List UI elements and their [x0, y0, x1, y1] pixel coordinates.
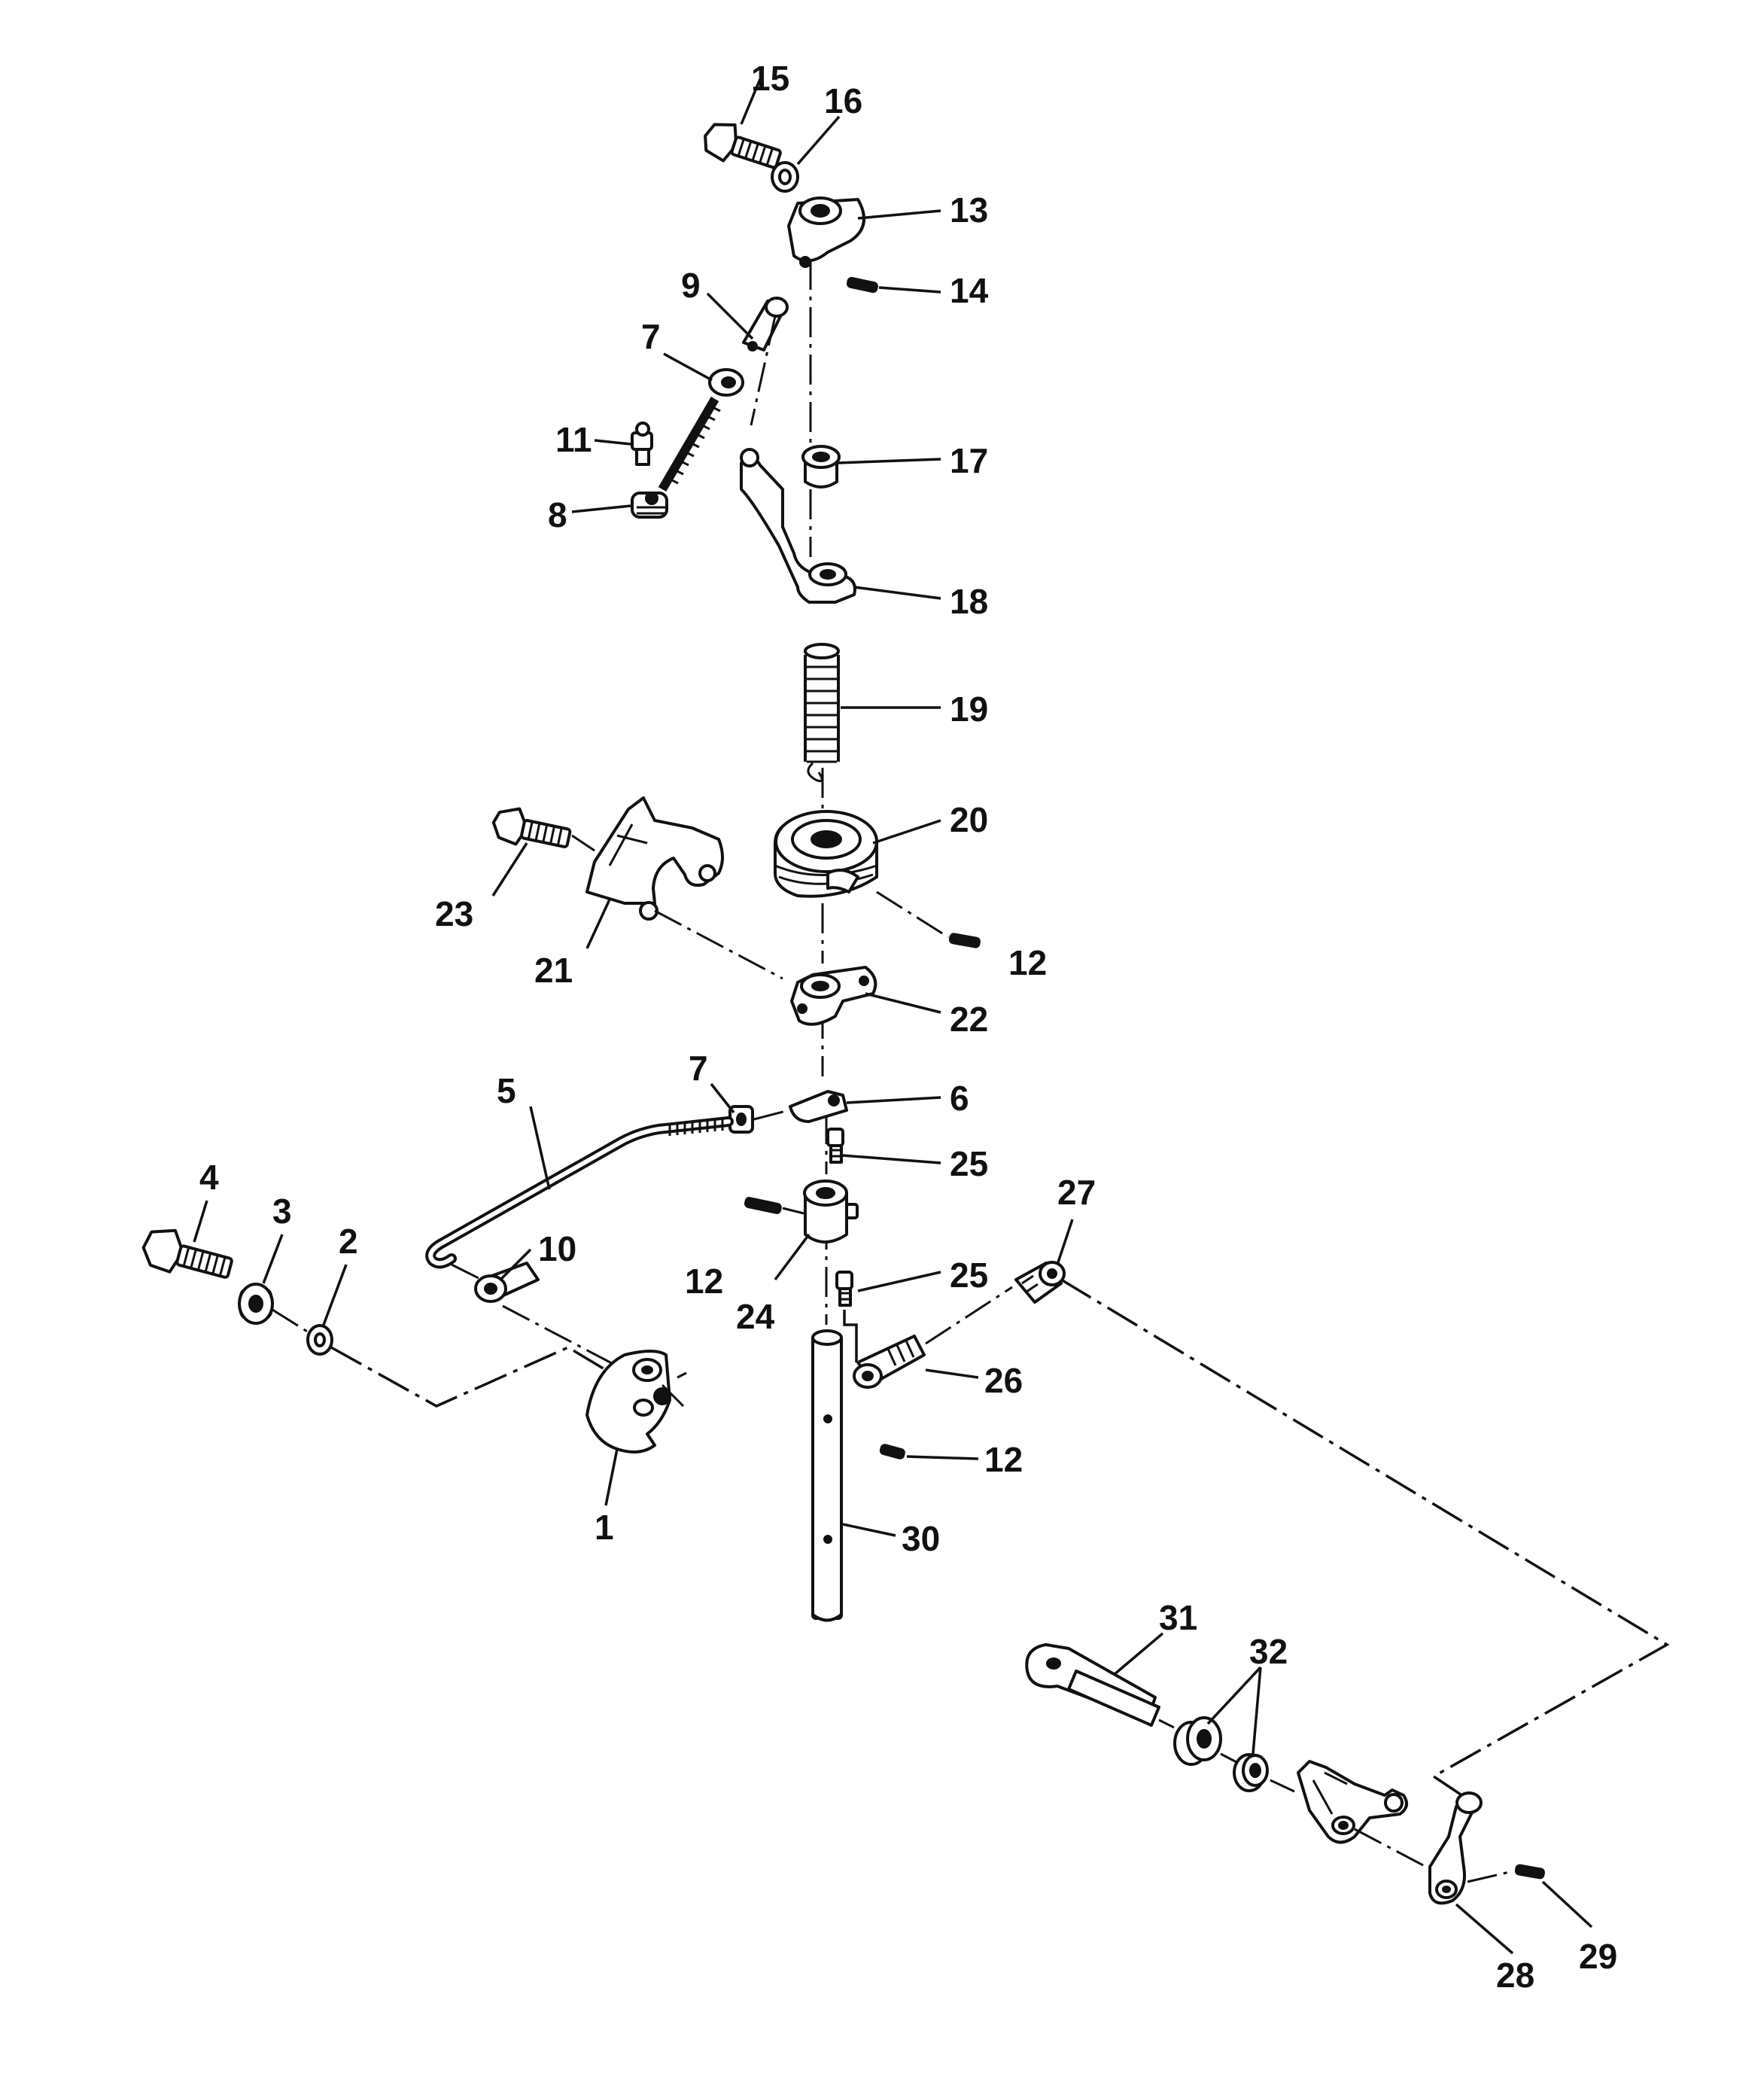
part-19-spring — [804, 643, 840, 783]
link-9-18 — [750, 315, 777, 426]
callout-5: 5 — [497, 1071, 516, 1110]
callout-12-b: 12 — [685, 1262, 723, 1301]
part-31-shaft — [1025, 1643, 1160, 1727]
callout-28: 28 — [1496, 1956, 1534, 1995]
leader-lines — [193, 78, 1593, 1955]
link-26-27 — [925, 1286, 1013, 1345]
callout-32: 32 — [1249, 1632, 1288, 1671]
part-16-washer — [771, 161, 799, 193]
part-12-pin-a — [948, 933, 981, 948]
link-20-12 — [876, 890, 949, 939]
callouts: 15 16 13 14 9 7 11 8 17 18 19 20 12 23 2… — [199, 59, 1617, 1995]
link-5-10 — [451, 1263, 482, 1281]
callout-9: 9 — [681, 266, 701, 305]
link-lever-28 — [1354, 1828, 1438, 1874]
part-10-swivel — [474, 1262, 540, 1303]
part-21-bracket — [585, 796, 724, 921]
part-11-fitting — [631, 422, 653, 466]
callout-25-upper: 25 — [950, 1144, 988, 1183]
link-3-2 — [272, 1308, 309, 1334]
callout-12-c: 12 — [984, 1440, 1023, 1479]
callout-11: 11 — [555, 420, 592, 459]
callout-1: 1 — [595, 1508, 614, 1547]
part-14-pin — [846, 276, 878, 294]
part-5-rod — [425, 1116, 734, 1269]
link-27-28 — [1060, 1278, 1670, 1801]
part-20-cam-drum — [774, 810, 878, 898]
center-axis-lines — [809, 260, 828, 1325]
callout-30: 30 — [902, 1519, 940, 1558]
callout-19: 19 — [950, 689, 988, 729]
link-25-26 — [843, 1310, 858, 1362]
callout-20: 20 — [950, 800, 988, 839]
callout-3: 3 — [272, 1192, 292, 1231]
callout-29: 29 — [1579, 1937, 1617, 1976]
link-28-29 — [1467, 1870, 1513, 1883]
part-26-eyelet-bolt — [853, 1335, 926, 1389]
callout-6: 6 — [950, 1079, 969, 1118]
callout-25-lower: 25 — [950, 1256, 988, 1295]
link-2-1 — [330, 1346, 607, 1408]
callout-4: 4 — [199, 1158, 219, 1197]
link-21-22 — [654, 909, 783, 980]
part-1-lever — [585, 1350, 687, 1454]
part-4-bolt — [141, 1228, 233, 1279]
callout-18: 18 — [950, 582, 988, 621]
part-2-washer — [306, 1324, 333, 1356]
part-24-collar — [803, 1180, 859, 1243]
callout-17: 17 — [950, 441, 988, 480]
callout-7-lower: 7 — [689, 1049, 708, 1088]
part-13-upper-lever — [787, 196, 865, 268]
part-27-swivel — [1014, 1261, 1066, 1304]
callout-31: 31 — [1159, 1598, 1197, 1637]
link-31-32 — [1158, 1718, 1175, 1729]
part-32-bushing-b — [1233, 1753, 1269, 1792]
part-12-pin-b — [744, 1197, 782, 1214]
callout-23: 23 — [435, 894, 473, 933]
part-17-bushing — [801, 445, 841, 489]
link-32b-lever — [1270, 1779, 1295, 1793]
link-10-1 — [502, 1304, 625, 1371]
bell-crank-lever — [1297, 1760, 1408, 1844]
part-3-bushing — [238, 1283, 274, 1325]
part-8-threaded-rod — [631, 396, 721, 519]
callout-14: 14 — [950, 271, 989, 310]
callout-26: 26 — [984, 1361, 1023, 1400]
callout-27: 27 — [1057, 1173, 1096, 1212]
callout-22: 22 — [950, 1000, 988, 1039]
callout-12-a: 12 — [1008, 943, 1047, 982]
part-25-fitting-upper — [826, 1128, 844, 1164]
link-7-6 — [753, 1109, 789, 1121]
callout-2: 2 — [339, 1222, 358, 1261]
callout-10: 10 — [538, 1229, 576, 1268]
callout-21: 21 — [534, 951, 573, 990]
part-30-shaft — [811, 1329, 843, 1622]
callout-24: 24 — [736, 1297, 775, 1336]
callout-13: 13 — [950, 190, 988, 230]
part-6-clip — [789, 1090, 848, 1123]
link-12-24 — [782, 1207, 804, 1215]
part-18-lever-arm — [740, 448, 856, 604]
part-7-nut-upper — [708, 368, 744, 397]
part-32-bushing-a — [1173, 1716, 1222, 1766]
callout-8: 8 — [548, 495, 567, 534]
part-28-arm — [1428, 1791, 1483, 1905]
callout-15: 15 — [751, 59, 789, 98]
part-9-rod-end — [742, 297, 789, 352]
part-25-fitting-lower — [835, 1271, 853, 1307]
part-23-bolt — [491, 807, 572, 848]
link-32a-32b — [1220, 1752, 1239, 1764]
part-12-pin-c — [879, 1444, 905, 1460]
part-22-collar — [790, 966, 877, 1026]
link-23-21 — [571, 834, 595, 852]
callout-16: 16 — [824, 81, 862, 120]
part-29-pin — [1514, 1864, 1545, 1880]
callout-7-upper: 7 — [641, 317, 661, 356]
part-15-bolt — [704, 123, 782, 169]
